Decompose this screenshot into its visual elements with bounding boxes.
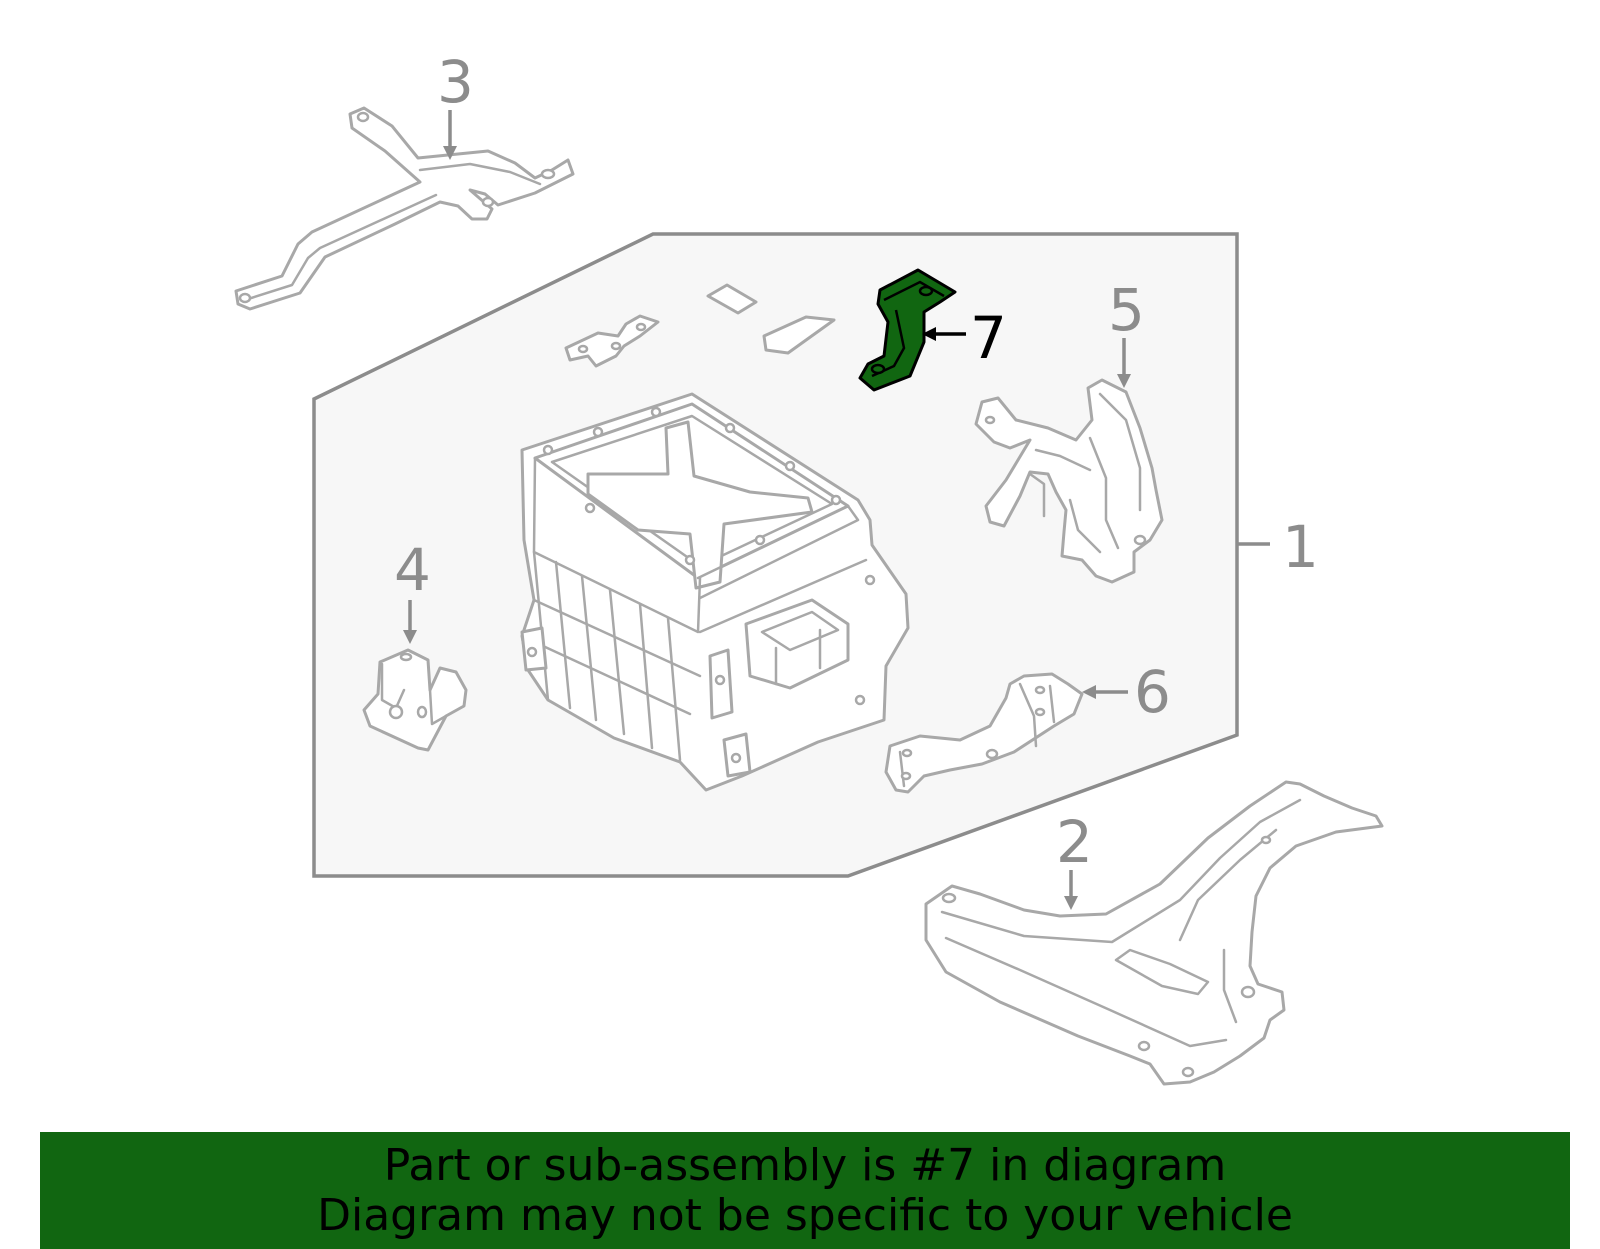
- footer-line-disclaimer: Diagram may not be specific to your vehi…: [317, 1189, 1293, 1241]
- gasket-pad[interactable]: [706, 283, 758, 315]
- callout-3[interactable]: 3: [437, 48, 474, 116]
- leader-5-arrow: [1117, 374, 1131, 388]
- part-6-bracket[interactable]: [884, 672, 1084, 794]
- callout-6[interactable]: 6: [1134, 658, 1171, 726]
- part-4-bracket[interactable]: [362, 648, 468, 752]
- part-3-bracket[interactable]: [234, 106, 575, 311]
- callout-2[interactable]: 2: [1056, 808, 1093, 876]
- leader-2-arrow: [1064, 896, 1078, 910]
- footer-banner: Part or sub-assembly is #7 in diagram Di…: [40, 1132, 1570, 1249]
- callout-7[interactable]: 7: [970, 304, 1007, 372]
- leader-6-arrow: [1082, 685, 1096, 699]
- small-bracket-plate[interactable]: [564, 314, 660, 368]
- part-7-bracket-highlighted[interactable]: [858, 268, 957, 392]
- inverter-assembly[interactable]: [520, 392, 910, 792]
- footer-line-part-info: Part or sub-assembly is #7 in diagram: [383, 1139, 1227, 1191]
- leader-4-arrow: [403, 630, 417, 644]
- insulator-pad[interactable]: [762, 315, 836, 355]
- leader-7-arrow: [922, 327, 936, 341]
- callout-1[interactable]: 1: [1282, 513, 1319, 581]
- part-2-frame[interactable]: [924, 780, 1384, 1086]
- leader-3-arrow: [443, 146, 457, 160]
- part-5-bracket[interactable]: [974, 378, 1164, 584]
- callout-5[interactable]: 5: [1108, 276, 1145, 344]
- callout-4[interactable]: 4: [394, 536, 431, 604]
